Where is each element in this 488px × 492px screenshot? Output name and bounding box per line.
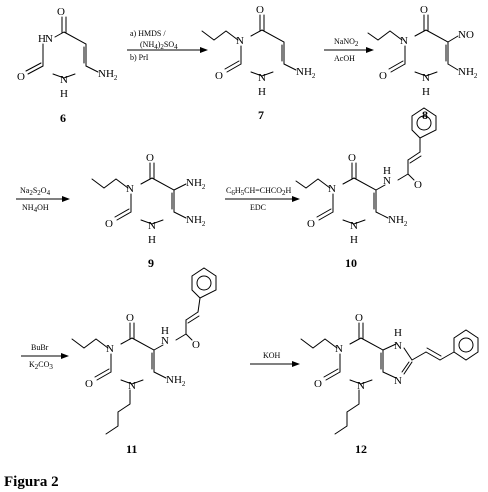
compound-12: O N O N H N N 12	[300, 312, 479, 456]
compound-6-o4: O	[57, 6, 65, 18]
compound-12-phenyl-ring	[453, 329, 479, 361]
compound-7-propyl	[201, 30, 239, 41]
svg-text:N: N	[335, 343, 343, 355]
reaction-6-7-line3: b) PrI	[130, 53, 149, 62]
reaction-10-11-line1: BuBr	[31, 343, 49, 352]
svg-text:O: O	[105, 218, 113, 230]
svg-text:N: N	[400, 35, 408, 47]
reaction-9-10-line1: C6H5CH=CHCO2H	[226, 186, 291, 197]
compound-12-h7: H	[394, 327, 402, 339]
svg-text:O: O	[192, 339, 200, 351]
svg-text:N: N	[422, 72, 430, 84]
svg-text:N: N	[328, 183, 336, 195]
reaction-arrow-10-11: BuBr K2CO3	[21, 343, 69, 371]
compound-12-n7: N	[394, 340, 402, 352]
reaction-arrow-7-8: NaNO2 AcOH	[324, 37, 374, 63]
svg-text:H: H	[258, 86, 266, 98]
svg-text:H: H	[350, 234, 358, 246]
compound-7-label: 7	[258, 108, 264, 122]
svg-text:O: O	[126, 312, 134, 324]
svg-text:O: O	[348, 152, 356, 164]
compound-7: O N O N H NH2 7	[201, 4, 316, 122]
svg-text:N: N	[258, 72, 266, 84]
reaction-7-8-line1: NaNO2	[334, 37, 359, 48]
svg-text:O: O	[85, 378, 93, 390]
svg-text:O: O	[215, 70, 223, 82]
compound-12-label: 12	[355, 442, 367, 456]
svg-text:O: O	[355, 312, 363, 324]
compound-9-label: 9	[148, 256, 154, 270]
compound-8-nitroso: NO	[458, 29, 474, 41]
svg-text:NH2: NH2	[186, 214, 206, 228]
svg-text:O: O	[256, 4, 264, 16]
svg-text:N: N	[128, 380, 136, 392]
svg-text:N: N	[126, 183, 134, 195]
reaction-7-8-line2: AcOH	[334, 54, 355, 63]
compound-6-n1: N	[60, 74, 68, 86]
compound-10-label: 10	[345, 256, 357, 270]
compound-8: O N O N H NO NH2 8	[367, 4, 478, 122]
reaction-10-11-line2: K2CO3	[29, 360, 53, 371]
compound-12-n9: N	[394, 375, 402, 387]
svg-text:N: N	[350, 220, 358, 232]
compound-9: O N O N H NH2 NH2 9	[91, 152, 206, 270]
svg-text:H: H	[422, 86, 430, 98]
svg-text:O: O	[420, 4, 428, 16]
svg-text:HN: HN	[161, 325, 169, 347]
reaction-arrow-8-9: Na2S2O4 NH4OH	[16, 186, 70, 214]
svg-text:N: N	[357, 380, 365, 392]
reaction-arrow-6-7: a) HMDS / (NH4)2SO4 b) PrI	[127, 29, 208, 62]
compound-6-o2: O	[17, 71, 25, 83]
svg-text:O: O	[314, 378, 322, 390]
reaction-8-9-line1: Na2S2O4	[20, 186, 51, 197]
svg-text:N: N	[148, 220, 156, 232]
compound-6-h1: H	[60, 88, 68, 100]
compound-6-h3: H	[38, 33, 46, 45]
figure-caption: Figura 2	[4, 474, 59, 490]
svg-text:NH2: NH2	[296, 66, 316, 80]
svg-text:NH2: NH2	[166, 374, 186, 388]
svg-text:NH2: NH2	[388, 214, 408, 228]
svg-text:NH2: NH2	[186, 177, 206, 191]
svg-text:N: N	[106, 343, 114, 355]
compound-11-label: 11	[126, 442, 137, 456]
compound-11-phenyl-ring	[191, 267, 217, 299]
svg-text:O: O	[379, 70, 387, 82]
svg-text:O: O	[307, 218, 315, 230]
compound-6-label: 6	[60, 111, 66, 125]
compound-11-butyl	[105, 389, 131, 435]
reaction-arrow-11-12: KOH	[250, 351, 300, 367]
svg-text:N: N	[236, 35, 244, 47]
reaction-11-12-line1: KOH	[263, 351, 281, 360]
svg-text:NH2: NH2	[458, 66, 478, 80]
compound-6-ring-bonds	[42, 31, 87, 79]
compound-6-nh2: NH2	[98, 68, 118, 82]
compound-6-c2-o-bond	[27, 65, 44, 75]
reaction-9-10-line2: EDC	[250, 203, 266, 212]
svg-text:H: H	[148, 234, 156, 246]
compound-10-amide-o: O	[414, 179, 422, 191]
compound-6-n3: N	[45, 33, 53, 45]
reaction-6-7-line1: a) HMDS /	[130, 29, 166, 38]
compound-8-label: 8	[422, 108, 428, 122]
compound-6: O H N O N H NH2 6	[17, 6, 118, 125]
compound-10-phenyl-ring	[411, 107, 437, 139]
reaction-6-7-line2: (NH4)2SO4	[140, 40, 178, 51]
svg-text:O: O	[146, 152, 154, 164]
reaction-arrow-9-10: C6H5CH=CHCO2H EDC	[225, 186, 300, 212]
reaction-8-9-line2: NH4OH	[22, 203, 49, 214]
